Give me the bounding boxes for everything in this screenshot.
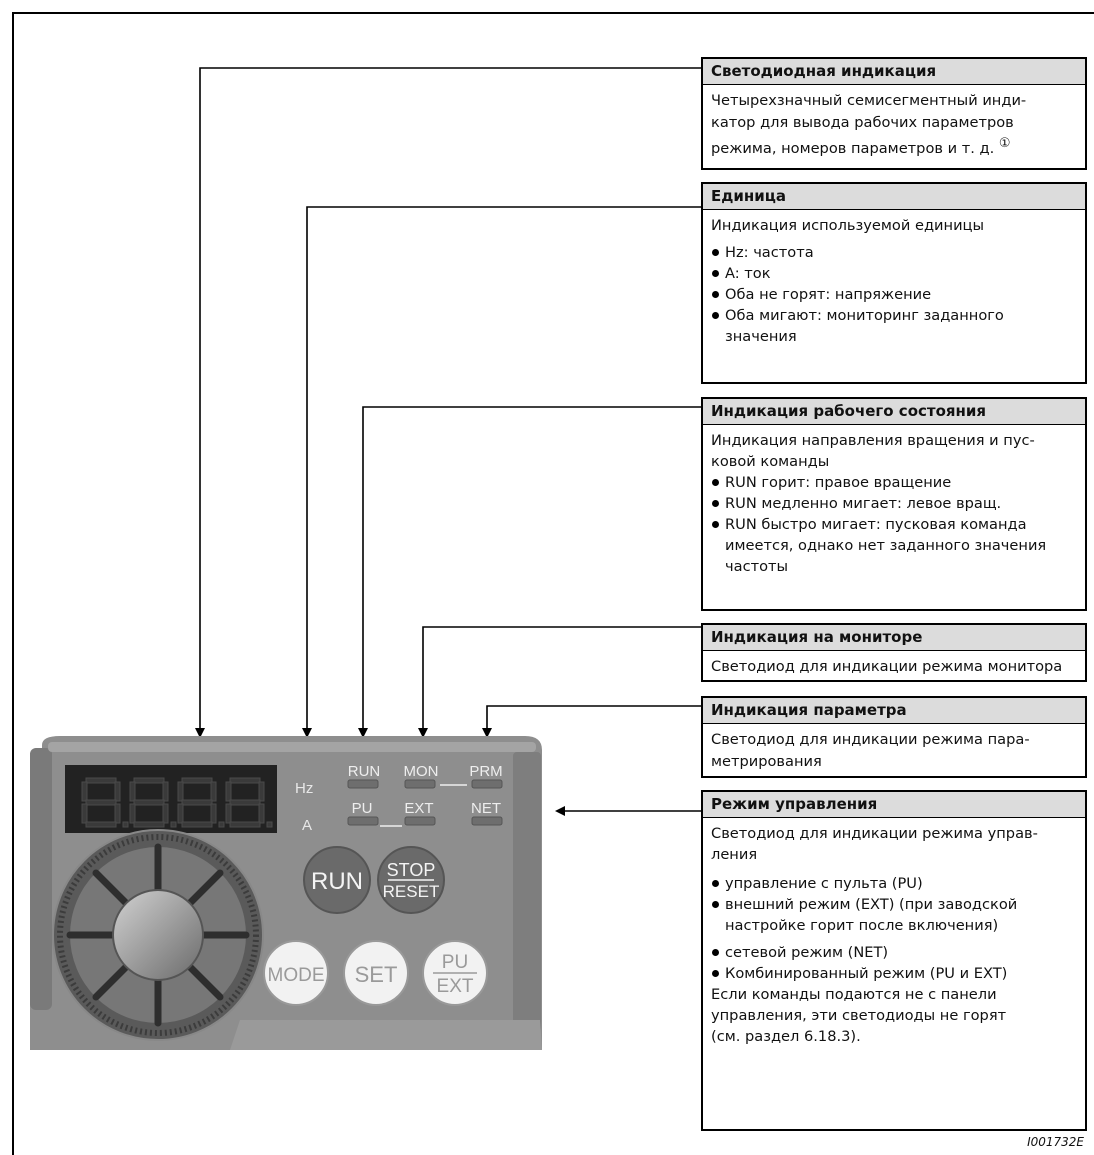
callout-control-mode: Режим управления Светодиод для индикации… bbox=[701, 790, 1087, 1131]
callout-unit: Единица Индикация используемой единицы H… bbox=[701, 182, 1087, 384]
mode-button[interactable]: MODE bbox=[263, 940, 329, 1006]
callout-text: Светодиод для индикации режима управ- bbox=[711, 825, 1038, 842]
leader-line-unit bbox=[302, 206, 701, 738]
list-item: сетевой режим (NET) bbox=[711, 942, 1077, 963]
pu-ext-button[interactable]: PU EXT bbox=[422, 940, 488, 1006]
list-item: Hz: частота bbox=[711, 242, 1077, 263]
callout-title: Индикация на мониторе bbox=[703, 625, 1085, 651]
set-button[interactable]: SET bbox=[343, 940, 409, 1006]
list-item: Оба не горят: напряжение bbox=[711, 284, 1077, 305]
callout-text: Индикация направления вращения и пус- bbox=[711, 432, 1035, 449]
led-ext-label: EXT bbox=[404, 800, 433, 817]
list-item: RUN быстро мигает: пусковая команда имее… bbox=[711, 514, 1077, 577]
callout-operating-state: Индикация рабочего состояния Индикация н… bbox=[701, 397, 1087, 611]
callout-monitor: Индикация на мониторе Светодиод для инди… bbox=[701, 623, 1087, 682]
ext-label: EXT bbox=[437, 976, 474, 997]
callout-text: метрирования bbox=[711, 752, 822, 770]
list-item: A: ток bbox=[711, 263, 1077, 284]
callout-led-display: Светодиодная индикация Четырехзначный се… bbox=[701, 57, 1087, 170]
callout-text: Индикация используемой единицы bbox=[711, 217, 985, 234]
callout-title: Индикация рабочего состояния bbox=[703, 399, 1085, 425]
list-item: Комбинированный режим (PU и EXT) bbox=[711, 963, 1077, 984]
set-label: SET bbox=[355, 962, 398, 987]
led-run-label: RUN bbox=[348, 763, 381, 780]
list-item: RUN медленно мигает: левое вращ. bbox=[711, 493, 1077, 514]
run-button-label: RUN bbox=[311, 868, 363, 895]
unit-hz-label: Hz bbox=[295, 780, 313, 797]
callout-title: Режим управления bbox=[703, 792, 1085, 818]
led-ext bbox=[404, 816, 436, 826]
led-net-label: NET bbox=[471, 800, 501, 817]
leader-line-led-display bbox=[195, 67, 701, 738]
callout-text: Светодиод для индикации режима пара- bbox=[711, 731, 1030, 748]
led-pu-label: PU bbox=[352, 800, 373, 817]
setting-dial[interactable] bbox=[52, 829, 264, 1041]
control-panel: Hz A RUN MON PRM PU EXT NET bbox=[30, 736, 542, 1050]
mode-label: MODE bbox=[268, 965, 325, 986]
figure-code: I001732E bbox=[1027, 1135, 1084, 1149]
callout-text: ления bbox=[711, 846, 758, 863]
dial-knob bbox=[112, 889, 204, 981]
list-item: RUN горит: правое вращение bbox=[711, 472, 1077, 493]
leader-line-parameter bbox=[482, 705, 701, 738]
callout-parameter: Индикация параметра Светодиод для индика… bbox=[701, 696, 1087, 778]
callout-text: ковой команды bbox=[711, 453, 830, 470]
callout-text: режима, номеров параметров и т. д. bbox=[711, 139, 995, 157]
reset-label: RESET bbox=[383, 882, 440, 901]
pu-label: PU bbox=[442, 952, 468, 973]
figure-frame bbox=[12, 12, 1094, 1155]
list-item: Оба мигают: мониторинг заданного значени… bbox=[711, 305, 1077, 347]
led-net bbox=[471, 816, 503, 826]
callout-text: катор для вывода рабочих параметров bbox=[711, 113, 1014, 131]
led-mon bbox=[404, 779, 436, 789]
led-mon-label: MON bbox=[404, 763, 439, 780]
callout-text: управления, эти светодиоды не горят bbox=[711, 1007, 1007, 1024]
digit-segments bbox=[81, 777, 273, 828]
callout-text: Если команды подаются не с панели bbox=[711, 986, 997, 1003]
callout-title: Индикация параметра bbox=[703, 698, 1085, 724]
stop-reset-button[interactable]: STOP RESET bbox=[377, 846, 445, 914]
list-item: управление с пульта (PU) bbox=[711, 873, 1077, 894]
callout-text: (см. раздел 6.18.3). bbox=[711, 1028, 861, 1045]
led-run bbox=[347, 779, 379, 789]
led-pu bbox=[347, 816, 379, 826]
footnote-marker: ① bbox=[998, 136, 1011, 151]
leader-lines bbox=[195, 67, 701, 816]
callout-text: Светодиод для индикации режима монитора bbox=[711, 658, 1063, 675]
leader-line-monitor bbox=[418, 626, 701, 738]
run-button[interactable]: RUN bbox=[303, 846, 371, 914]
callout-text: Четырехзначный семисегментный инди- bbox=[711, 92, 1027, 109]
leader-line-operating-state bbox=[358, 406, 701, 738]
list-item: внешний режим (EXT) (при заводской настр… bbox=[711, 894, 1077, 936]
unit-a-label: A bbox=[302, 817, 312, 834]
led-prm bbox=[471, 779, 503, 789]
callout-title: Светодиодная индикация bbox=[703, 59, 1085, 85]
callout-title: Единица bbox=[703, 184, 1085, 210]
stop-label: STOP bbox=[387, 860, 436, 880]
led-prm-label: PRM bbox=[469, 763, 502, 780]
